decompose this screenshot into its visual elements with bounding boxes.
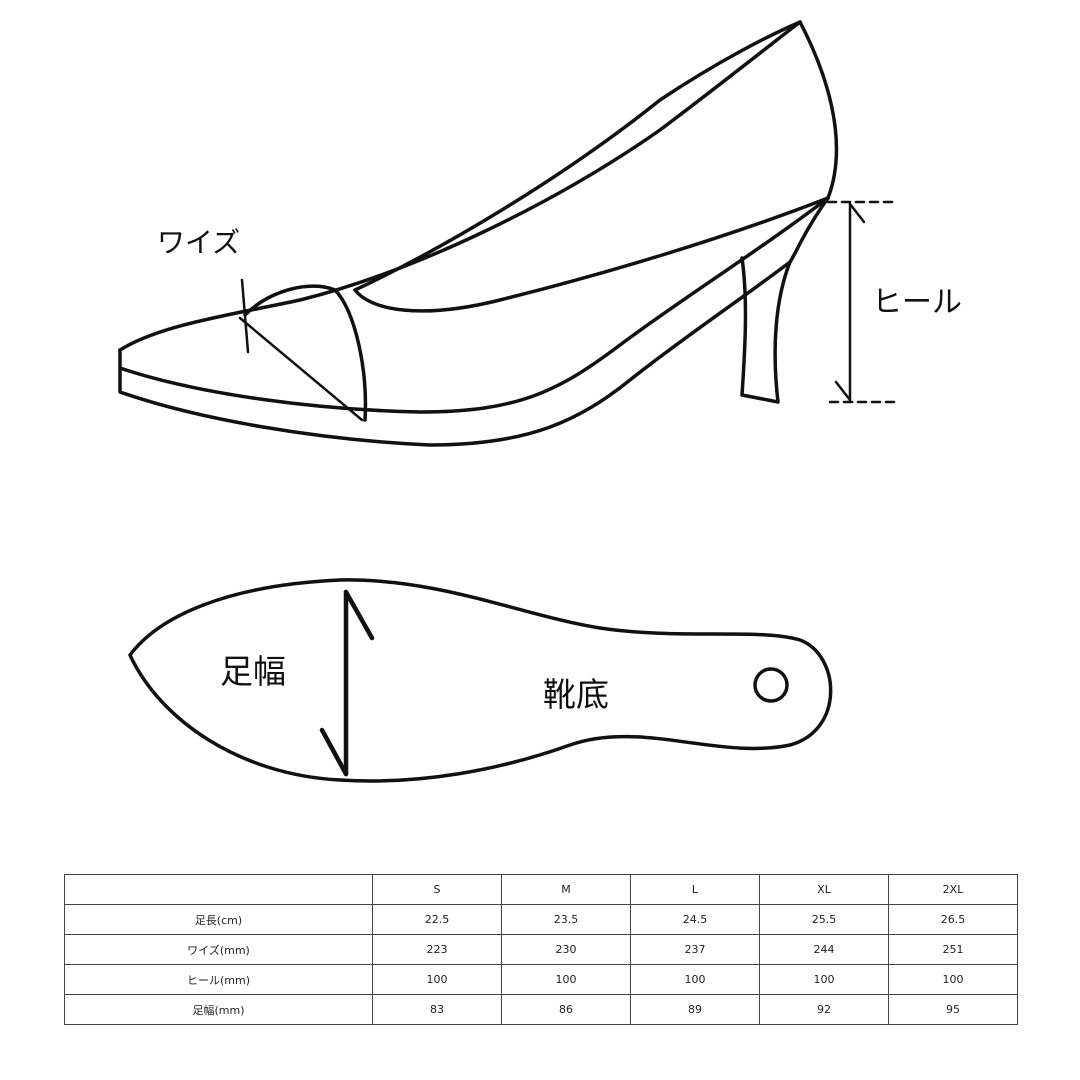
heel-height-dimension	[826, 200, 896, 404]
table-row: ワイズ(mm) 223 230 237 244 251	[64, 934, 1018, 965]
heel-arrow-top	[848, 202, 866, 224]
table-cell: 251	[888, 934, 1018, 965]
table-cell: 86	[501, 994, 631, 1025]
table-cell: 100	[888, 964, 1018, 995]
foot-width-arrow-bottom	[319, 727, 349, 777]
header-size-s: S	[372, 874, 502, 905]
heel-arrow-bottom	[834, 380, 852, 402]
header-size-xl: XL	[759, 874, 889, 905]
size-header-row: S M L XL 2XL	[64, 874, 1018, 905]
table-cell: 100	[759, 964, 889, 995]
table-cell: 100	[630, 964, 760, 995]
shoe-collar-front	[353, 196, 830, 313]
table-cell: 95	[888, 994, 1018, 1025]
row-label: ワイズ(mm)	[64, 934, 373, 965]
foot-width-label: 足幅	[220, 652, 286, 691]
insole-illustration	[128, 578, 833, 783]
shoe-sole-top	[118, 196, 830, 414]
table-row: ヒール(mm) 100 100 100 100 100	[64, 964, 1018, 995]
shoe-heel-counter	[798, 20, 839, 200]
insole-hole	[753, 667, 789, 703]
table-cell: 100	[372, 964, 502, 995]
insole-outline	[128, 578, 833, 783]
row-label: 足長(cm)	[64, 904, 373, 935]
shoe-heel-back	[788, 196, 830, 264]
table-cell: 24.5	[630, 904, 760, 935]
wise-measure-line	[238, 316, 364, 422]
shoe-diagram: ワイズ ヒール 足幅 靴底	[118, 20, 962, 783]
table-cell: 230	[501, 934, 631, 965]
table-cell: 25.5	[759, 904, 889, 935]
table-cell: 223	[372, 934, 502, 965]
table-cell: 237	[630, 934, 760, 965]
pump-shoe-illustration	[118, 20, 839, 447]
shoe-upper-outline	[118, 20, 802, 352]
table-cell: 89	[630, 994, 760, 1025]
header-size-m: M	[501, 874, 631, 905]
table-cell: 26.5	[888, 904, 1018, 935]
wise-marker	[240, 278, 250, 354]
heel-label: ヒール	[872, 285, 962, 320]
header-size-2xl: 2XL	[888, 874, 1018, 905]
shoe-topline	[353, 20, 802, 292]
header-size-l: L	[630, 874, 760, 905]
table-cell: 100	[501, 964, 631, 995]
table-cell: 92	[759, 994, 889, 1025]
sole-label: 靴底	[543, 675, 609, 714]
foot-width-arrow-top	[343, 589, 375, 641]
shoe-heel-post	[740, 256, 792, 404]
table-row: 足長(cm) 22.5 23.5 24.5 25.5 26.5	[64, 904, 1018, 935]
size-chart-table: S M L XL 2XL 足長(cm) 22.5 23.5 24.5 25.5 …	[64, 874, 1018, 1025]
table-cell: 23.5	[501, 904, 631, 935]
table-cell: 83	[372, 994, 502, 1025]
header-corner-cell	[64, 874, 373, 905]
table-cell: 244	[759, 934, 889, 965]
shoe-sole-bottom	[118, 260, 792, 447]
table-row: 足幅(mm) 83 86 89 92 95	[64, 994, 1018, 1025]
row-label: 足幅(mm)	[64, 994, 373, 1025]
row-label: ヒール(mm)	[64, 964, 373, 995]
table-cell: 22.5	[372, 904, 502, 935]
wise-label: ワイズ	[157, 226, 240, 259]
shoe-vamp-seam	[243, 284, 368, 422]
